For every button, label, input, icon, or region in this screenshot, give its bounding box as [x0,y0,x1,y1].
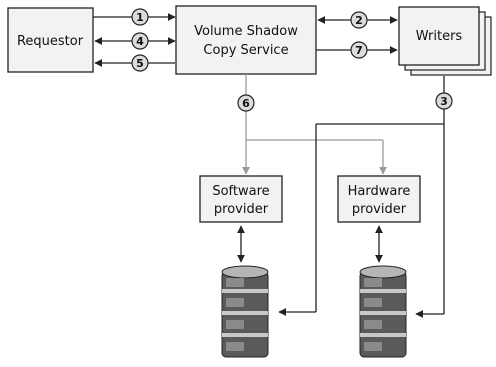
svg-text:6: 6 [242,97,250,110]
vss-label-line2: Copy Service [203,43,288,58]
step-badge-7: 7 [350,41,368,59]
svg-text:5: 5 [136,57,144,70]
svg-text:2: 2 [355,14,363,27]
svg-text:4: 4 [136,35,144,48]
writers-label: Writers [416,29,463,44]
step-badge-5: 5 [131,54,149,72]
software-provider-box: Software provider [199,175,283,223]
software-label-line1: Software [212,184,269,199]
vss-label-line1: Volume Shadow [194,24,298,39]
svg-text:3: 3 [440,95,448,108]
step-badge-4: 4 [131,32,149,50]
hardware-label-line2: provider [352,202,407,217]
requestor-label: Requestor [17,34,84,49]
requestor-box: Requestor [7,7,94,73]
hardware-provider-box: Hardware provider [337,175,421,223]
step-badge-3: 3 [435,92,453,110]
vss-box: Volume Shadow Copy Service [175,5,317,75]
hardware-disk-stack-icon [359,265,407,358]
hardware-label-line1: Hardware [348,184,411,199]
software-disk-stack-icon [221,265,269,358]
step-badge-2: 2 [350,11,368,29]
arrow-step-3 [278,76,445,318]
software-label-line2: provider [214,202,269,217]
step-badge-6: 6 [237,94,255,112]
svg-text:1: 1 [136,11,144,24]
svg-text:7: 7 [355,44,363,57]
writers-box: Writers [398,6,492,76]
step-badge-1: 1 [131,8,149,26]
